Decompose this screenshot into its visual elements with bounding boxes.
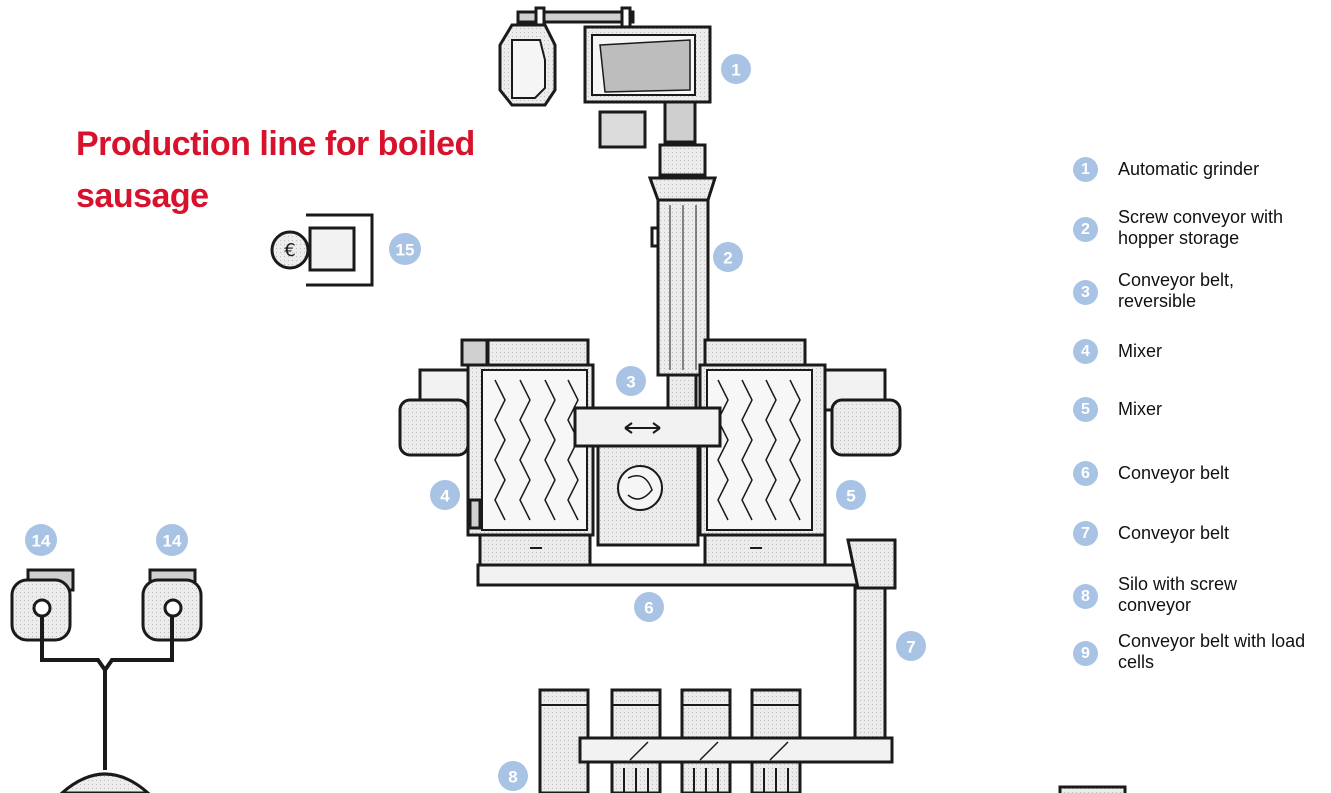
legend-label: Conveyor belt, reversible: [1118, 270, 1235, 311]
svg-text:2: 2: [723, 249, 732, 268]
reversible-conveyor-belt: [573, 406, 722, 547]
legend-label: Conveyor belt with load cells: [1118, 631, 1306, 672]
badge-6: 6: [634, 592, 664, 622]
legend-badge: 1: [1073, 157, 1098, 182]
screw-conveyor-with-hopper: [647, 143, 718, 412]
legend-badge: 4: [1073, 339, 1098, 364]
legend-label: Mixer: [1118, 341, 1162, 361]
svg-text:8: 8: [508, 768, 517, 787]
unit-15: €: [270, 213, 374, 287]
mixer-right: [698, 338, 902, 537]
legend-badge: 7: [1073, 521, 1098, 546]
svg-text:3: 3: [626, 373, 635, 392]
legend-badge: 9: [1073, 641, 1098, 666]
diagram-title: Production line for boiled sausage: [76, 125, 475, 215]
svg-text:4: 4: [440, 487, 450, 506]
legend-label: Conveyor belt: [1118, 523, 1230, 543]
svg-text:14: 14: [163, 532, 182, 551]
badge-14-right: 14: [156, 524, 188, 556]
legend-label: Automatic grinder: [1118, 159, 1260, 179]
conveyor-belt-7: [846, 538, 897, 745]
automatic-grinder: [498, 6, 712, 149]
badge-7: 7: [896, 631, 926, 661]
legend-label: Screw conveyor with hopper storage: [1118, 207, 1284, 248]
legend-label: Silo with screw conveyor: [1118, 574, 1238, 615]
mixer-left: [398, 338, 595, 537]
legend-badge: 6: [1073, 461, 1098, 486]
legend-badge: 3: [1073, 280, 1098, 305]
svg-text:€: €: [284, 240, 295, 261]
svg-text:6: 6: [644, 599, 653, 618]
silo-with-screw-conveyor: [538, 688, 894, 793]
badge-2: 2: [713, 242, 743, 272]
badge-3: 3: [616, 366, 646, 396]
svg-text:1: 1: [731, 61, 740, 80]
svg-text:14: 14: [32, 532, 51, 551]
legend-label: Mixer: [1118, 399, 1162, 419]
badge-4: 4: [430, 480, 460, 510]
badge-5: 5: [836, 480, 866, 510]
svg-text:7: 7: [906, 638, 915, 657]
svg-text:15: 15: [396, 241, 415, 260]
legend-badge: 5: [1073, 397, 1098, 422]
badge-1: 1: [721, 54, 751, 84]
partial-machine-bottom-right: [1058, 785, 1127, 793]
svg-text:5: 5: [846, 487, 855, 506]
legend-badge: 8: [1073, 584, 1098, 609]
legend-badge: 2: [1073, 217, 1098, 242]
stuffer-machines: [10, 568, 203, 793]
badge-14-left: 14: [25, 524, 57, 556]
badge-15: 15: [389, 233, 421, 265]
legend-label: Conveyor belt: [1118, 463, 1230, 483]
badge-8: 8: [498, 761, 528, 791]
